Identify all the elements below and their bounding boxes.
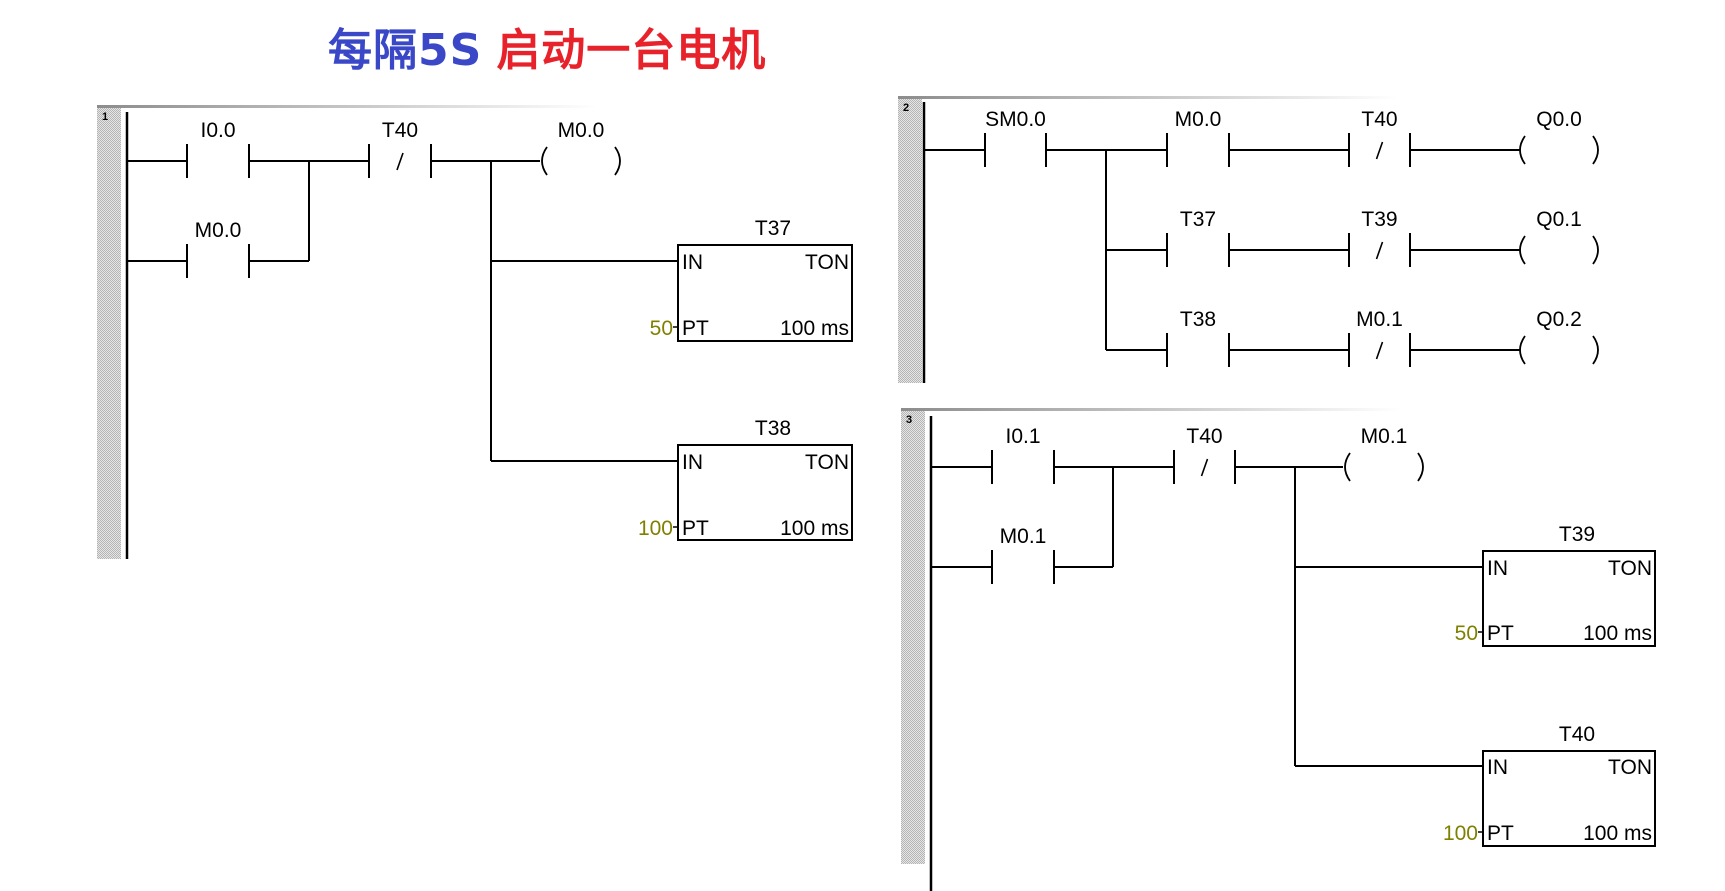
timer-in-pin: IN <box>682 251 703 274</box>
network-header-line <box>898 96 1398 99</box>
title-interval: 每隔5S <box>328 25 483 76</box>
coil-right-arc <box>1592 235 1599 265</box>
title-action: 启动一台电机 <box>496 25 767 76</box>
timer-name: T37 <box>755 217 791 240</box>
coil-right-arc <box>1417 452 1424 482</box>
network-gutter <box>97 105 121 559</box>
contact-address: SM0.0 <box>985 108 1046 131</box>
coil-right-arc <box>614 146 621 176</box>
timer-preset-value: 100 <box>638 517 673 540</box>
contact-address: M0.0 <box>195 219 242 242</box>
contact-address: T40 <box>1361 108 1397 131</box>
contact-address: M0.1 <box>1000 525 1047 548</box>
diagram-title: 每隔5S 启动一台电机 <box>328 14 766 78</box>
network-gutter <box>901 408 925 864</box>
contact-address: T40 <box>1186 425 1222 448</box>
timer-box <box>1482 550 1656 647</box>
normally-closed-slash-icon <box>1375 341 1384 360</box>
timer-type: TON <box>1608 756 1652 779</box>
timer-pt-pin: PT <box>682 317 709 340</box>
timer-pt-pin: PT <box>1487 822 1514 845</box>
coil-right-arc <box>1592 335 1599 365</box>
coil-address: Q0.1 <box>1536 208 1582 231</box>
coil-left-arc <box>1519 335 1526 365</box>
timer-time-base: 100 ms <box>1583 622 1652 645</box>
timer-type: TON <box>1608 557 1652 580</box>
coil-address: M0.1 <box>1361 425 1408 448</box>
coil-left-arc <box>541 146 548 176</box>
timer-name: T38 <box>755 417 791 440</box>
network-header-line <box>901 408 1401 411</box>
contact-address: T38 <box>1180 308 1216 331</box>
timer-preset-value: 50 <box>650 317 673 340</box>
coil-address: M0.0 <box>558 119 605 142</box>
coil-address: Q0.0 <box>1536 108 1582 131</box>
timer-pt-pin: PT <box>682 517 709 540</box>
network-number: 3 <box>906 414 912 426</box>
timer-box <box>1482 750 1656 847</box>
timer-in-pin: IN <box>1487 756 1508 779</box>
timer-preset-value: 100 <box>1443 822 1478 845</box>
coil-left-arc <box>1519 235 1526 265</box>
timer-box <box>677 444 853 541</box>
contact-address: I0.0 <box>200 119 235 142</box>
network-header-line <box>97 105 597 108</box>
normally-closed-slash-icon <box>396 152 404 171</box>
network-gutter <box>898 96 922 383</box>
normally-closed-slash-icon <box>1375 241 1384 260</box>
coil-right-arc <box>1592 135 1599 165</box>
timer-box <box>677 244 853 342</box>
coil-left-arc <box>1344 452 1351 482</box>
contact-address: M0.1 <box>1356 308 1403 331</box>
normally-closed-slash-icon <box>1200 458 1209 477</box>
timer-time-base: 100 ms <box>780 317 849 340</box>
contact-address: M0.0 <box>1175 108 1222 131</box>
contact-address: T39 <box>1361 208 1397 231</box>
timer-time-base: 100 ms <box>1583 822 1652 845</box>
timer-type: TON <box>805 251 849 274</box>
contact-address: T40 <box>382 119 418 142</box>
timer-name: T40 <box>1559 723 1595 746</box>
network-number: 2 <box>903 102 909 114</box>
timer-in-pin: IN <box>682 451 703 474</box>
timer-preset-value: 50 <box>1455 622 1478 645</box>
network-number: 1 <box>102 111 108 123</box>
timer-in-pin: IN <box>1487 557 1508 580</box>
timer-pt-pin: PT <box>1487 622 1514 645</box>
timer-name: T39 <box>1559 523 1595 546</box>
coil-address: Q0.2 <box>1536 308 1582 331</box>
timer-time-base: 100 ms <box>780 517 849 540</box>
normally-closed-slash-icon <box>1375 141 1384 160</box>
contact-address: I0.1 <box>1005 425 1040 448</box>
coil-left-arc <box>1519 135 1526 165</box>
timer-type: TON <box>805 451 849 474</box>
contact-address: T37 <box>1180 208 1216 231</box>
